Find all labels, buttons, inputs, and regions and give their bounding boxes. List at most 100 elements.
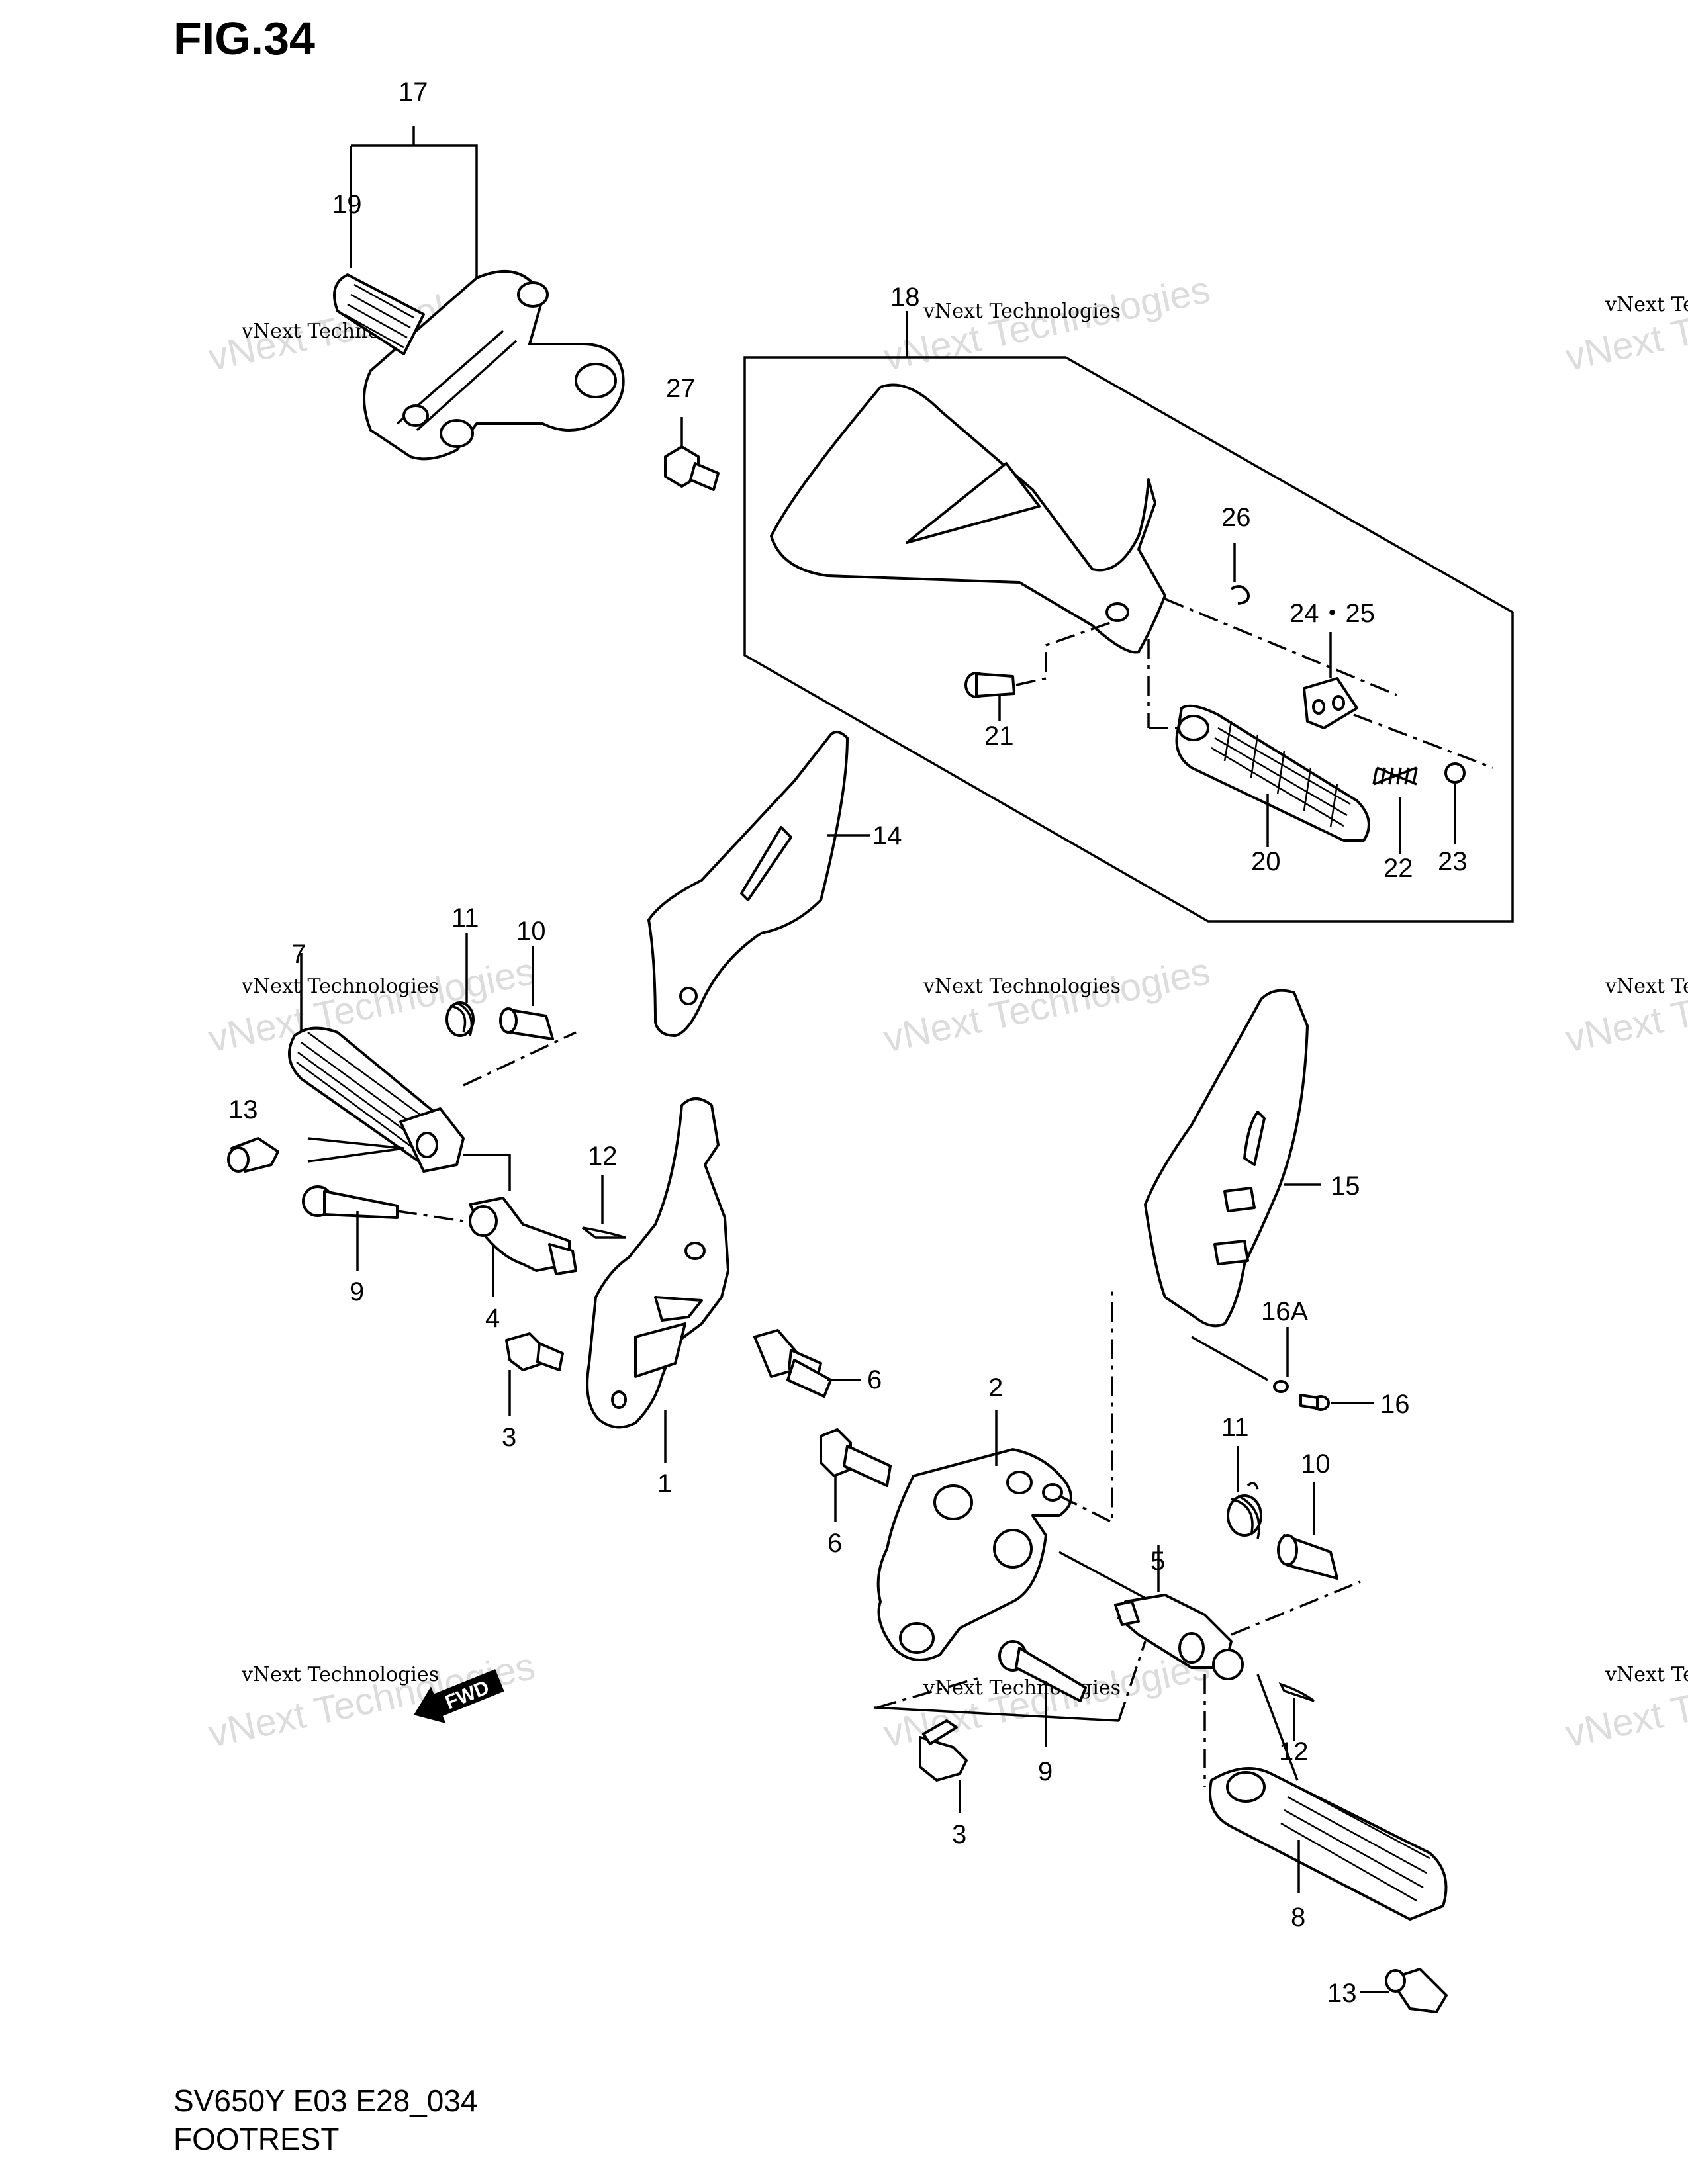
watermark: vNext Technologies xyxy=(880,268,1213,379)
watermark: vNext Technologies xyxy=(1562,268,1688,379)
centerline-21 xyxy=(1015,621,1113,686)
watermark-small: vNext Technologies xyxy=(923,300,1121,323)
part-22-spring xyxy=(1372,766,1418,786)
callout-24-25: 24・25 xyxy=(1289,599,1375,628)
callout-12-left: 12 xyxy=(588,1142,618,1171)
watermark: vNext Technologies xyxy=(880,950,1213,1061)
callout-11-right: 11 xyxy=(1221,1413,1249,1442)
callout-10-right: 10 xyxy=(1301,1449,1331,1479)
callout-4: 4 xyxy=(485,1304,500,1333)
callout-3-left: 3 xyxy=(502,1423,516,1452)
watermark: vNext Technologies xyxy=(1562,950,1688,1061)
callout-21: 21 xyxy=(984,721,1014,751)
callout-7: 7 xyxy=(291,940,306,969)
callout-22: 22 xyxy=(1383,854,1413,883)
leader-7b xyxy=(307,1137,404,1163)
callout-27: 27 xyxy=(666,374,696,403)
centerline-10-right xyxy=(1231,1580,1361,1636)
part-10-sleeve-right xyxy=(1277,1534,1338,1580)
part-13-rubber-left xyxy=(227,1137,279,1173)
centerline-18a xyxy=(1164,598,1397,696)
centerline-9-right xyxy=(1117,1641,1147,1721)
part-18-pillion-bracket xyxy=(770,383,1166,654)
part-17-rear-bracket xyxy=(333,270,625,461)
centerline-23 xyxy=(1353,713,1493,769)
watermark: vNext Technologies xyxy=(205,950,538,1061)
part-14-heel-plate xyxy=(647,731,849,1037)
leader-4a xyxy=(463,1154,511,1191)
callout-13-left: 13 xyxy=(228,1095,258,1124)
part-10-sleeve-left xyxy=(499,1007,554,1040)
callout-19: 19 xyxy=(332,190,362,219)
callout-10-left: 10 xyxy=(516,917,546,946)
watermark-small: vNext Technologies xyxy=(923,1676,1121,1700)
watermark-small: vNext Technologies xyxy=(241,1663,439,1686)
callout-14: 14 xyxy=(872,821,902,850)
callout-16: 16 xyxy=(1380,1390,1410,1419)
watermark-small: vNext Technologies xyxy=(1605,1663,1688,1686)
callout-6-lower: 6 xyxy=(827,1529,842,1558)
part-27-bolt xyxy=(664,445,720,491)
part-6-bolt-lower xyxy=(820,1428,892,1487)
callout-16a: 16A xyxy=(1261,1297,1308,1326)
part-3-bolt-left xyxy=(505,1332,564,1371)
part-20-pillion-peg xyxy=(1175,704,1370,842)
part-1-rider-bracket-left xyxy=(586,1097,729,1429)
callout-9-right: 9 xyxy=(1038,1757,1053,1786)
callout-18: 18 xyxy=(890,283,920,312)
watermark: vNext Technologies xyxy=(1562,1645,1688,1756)
footer-name: FOOTREST xyxy=(173,2122,339,2156)
part-6-bolt-upper xyxy=(753,1329,832,1398)
part-11-spring-left xyxy=(445,1001,475,1037)
part-26-clip xyxy=(1230,585,1250,605)
callout-20: 20 xyxy=(1251,847,1281,876)
watermark: vNext Technologies xyxy=(205,1645,538,1756)
part-13-rubber-right xyxy=(1385,1968,1448,2013)
part-12-clip-right xyxy=(1278,1682,1315,1702)
callout-1: 1 xyxy=(657,1469,672,1498)
leader-9-right-b xyxy=(873,1706,1119,1722)
part-5-pivot-right xyxy=(1114,1594,1244,1680)
watermark-small: vNext Technologies xyxy=(1605,293,1688,316)
group-box-18 xyxy=(743,356,1514,923)
callout-11-left: 11 xyxy=(451,903,479,933)
centerline-15 xyxy=(1058,1291,1113,1524)
callout-15: 15 xyxy=(1331,1171,1360,1201)
callout-23: 23 xyxy=(1438,847,1468,876)
watermark-small: vNext Technologies xyxy=(241,975,439,998)
callout-5: 5 xyxy=(1150,1547,1165,1576)
centerline-10-left xyxy=(463,1031,577,1087)
callout-3-right: 3 xyxy=(952,1820,966,1849)
watermark-small: vNext Technologies xyxy=(923,975,1121,998)
part-11-spring-right xyxy=(1227,1482,1262,1539)
leader-8a xyxy=(1256,1674,1299,1781)
figure-title: FIG.34 xyxy=(173,13,315,64)
part-15-heel-plate-right xyxy=(1144,989,1309,1328)
part-4-pivot-left xyxy=(469,1197,577,1275)
callout-8: 8 xyxy=(1291,1903,1305,1932)
part-21-bolt xyxy=(964,672,1015,698)
callout-13-right: 13 xyxy=(1327,1979,1357,2008)
leader-17 xyxy=(351,144,478,278)
callout-2: 2 xyxy=(988,1373,1003,1402)
footer-model: SV650Y E03 E28_034 xyxy=(173,2083,478,2118)
callout-26: 26 xyxy=(1221,503,1251,532)
part-16a-washer xyxy=(1273,1380,1289,1393)
part-24-25-plate xyxy=(1303,677,1358,729)
part-2-rider-bracket-right xyxy=(876,1448,1072,1661)
callout-17: 17 xyxy=(399,77,428,107)
callout-9-left: 9 xyxy=(350,1277,364,1306)
centerline-16 xyxy=(1191,1336,1268,1381)
part-7-rider-peg-left xyxy=(288,1026,465,1173)
part-16-screw xyxy=(1299,1394,1330,1411)
centerline-9-left xyxy=(397,1210,464,1222)
centerline-3-right xyxy=(876,1676,980,1709)
leader-5a xyxy=(1058,1551,1152,1603)
part-9-pin-right xyxy=(998,1640,1087,1702)
callout-6-upper: 6 xyxy=(867,1365,882,1394)
watermark-small: vNext Technologies xyxy=(1605,975,1688,998)
part-9-pin-left xyxy=(302,1185,399,1219)
part-12-clip-left xyxy=(581,1226,626,1239)
part-23-ball xyxy=(1444,762,1466,784)
